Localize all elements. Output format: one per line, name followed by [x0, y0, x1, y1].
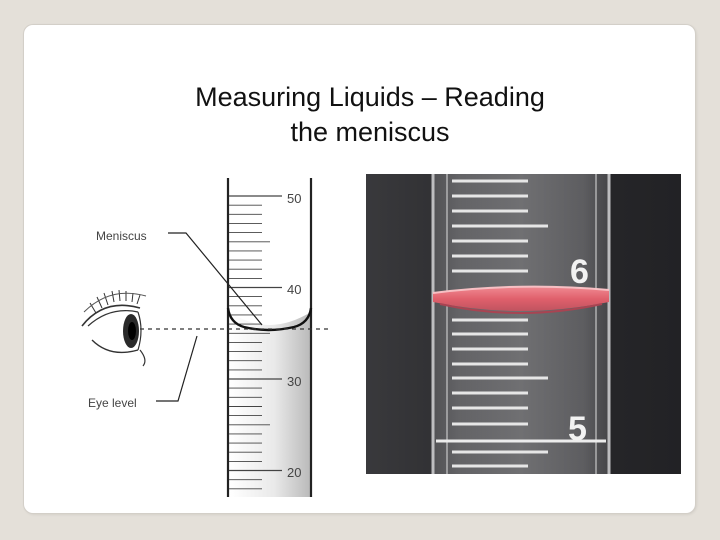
eye-level-leader-line — [156, 335, 198, 402]
scale-label-20: 20 — [287, 465, 301, 480]
scale-label-40: 40 — [287, 282, 301, 297]
title-line-1: Measuring Liquids – Reading — [195, 82, 545, 112]
graduation-ticks — [229, 195, 282, 490]
cylinder-drawing: 50 40 30 20 — [140, 178, 332, 497]
scale-label-50: 50 — [287, 191, 301, 206]
photo-scale-label-5: 5 — [568, 410, 587, 448]
meniscus-curve — [226, 307, 313, 332]
eye-level-label: Eye level — [88, 396, 137, 410]
scale-label-30: 30 — [287, 374, 301, 389]
meniscus-label: Meniscus — [96, 229, 147, 243]
photo-graduation-ticks — [436, 179, 606, 468]
cylinder-photo: 6 5 — [366, 174, 681, 474]
meniscus-callout: Meniscus — [96, 229, 263, 326]
title-line-2: the meniscus — [290, 117, 450, 147]
photo-meniscus — [433, 286, 609, 311]
photo-scale-label-6: 6 — [570, 253, 589, 291]
slide-title: Measuring Liquids – Reading the meniscus — [0, 80, 720, 150]
liquid-fill — [230, 312, 311, 497]
eye-level-callout: Eye level — [88, 335, 198, 410]
meniscus-leader-line — [168, 232, 263, 326]
eye-icon — [81, 289, 147, 367]
